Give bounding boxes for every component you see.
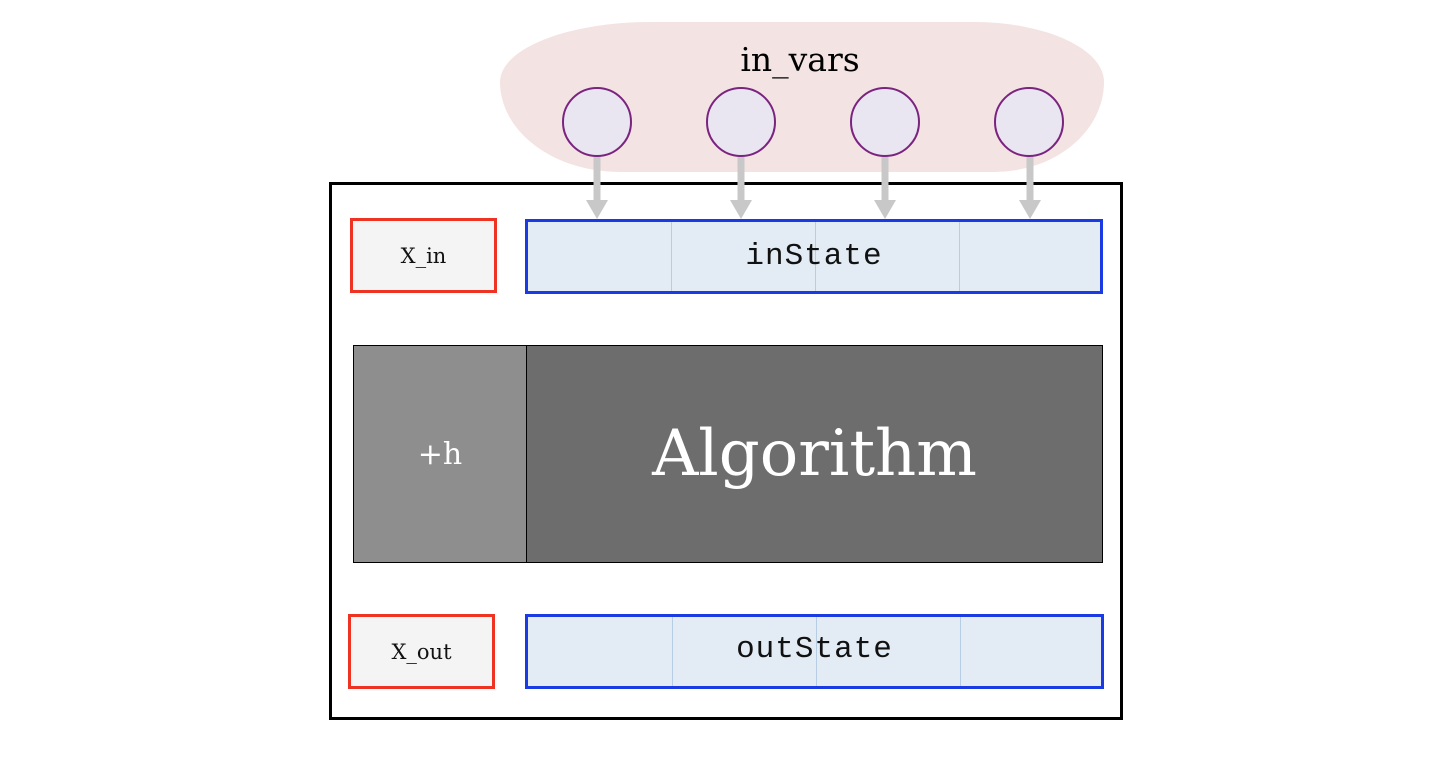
in-state-divider-2 — [815, 222, 816, 291]
x-out-box: X_out — [348, 614, 495, 689]
in-state-label: inState — [745, 239, 883, 274]
in-var-node-2 — [706, 87, 776, 157]
in-vars-title: in_vars — [740, 40, 860, 79]
in-state-box: inState — [525, 219, 1103, 294]
in-var-node-3 — [850, 87, 920, 157]
out-state-divider-1 — [672, 617, 673, 686]
out-state-divider-2 — [816, 617, 817, 686]
in-var-node-4 — [994, 87, 1064, 157]
x-in-label: X_in — [400, 243, 447, 268]
algorithm-prefix-block: +h — [353, 345, 527, 563]
in-var-node-1 — [562, 87, 632, 157]
out-state-box: outState — [525, 614, 1104, 689]
in-state-divider-1 — [671, 222, 672, 291]
algorithm-prefix-label: +h — [417, 436, 463, 472]
out-state-divider-3 — [960, 617, 961, 686]
algorithm-block: Algorithm — [526, 345, 1103, 563]
in-state-divider-3 — [959, 222, 960, 291]
out-state-label: outState — [736, 632, 893, 667]
x-in-box: X_in — [350, 218, 497, 293]
algorithm-label: Algorithm — [652, 417, 977, 491]
x-out-label: X_out — [391, 639, 452, 664]
